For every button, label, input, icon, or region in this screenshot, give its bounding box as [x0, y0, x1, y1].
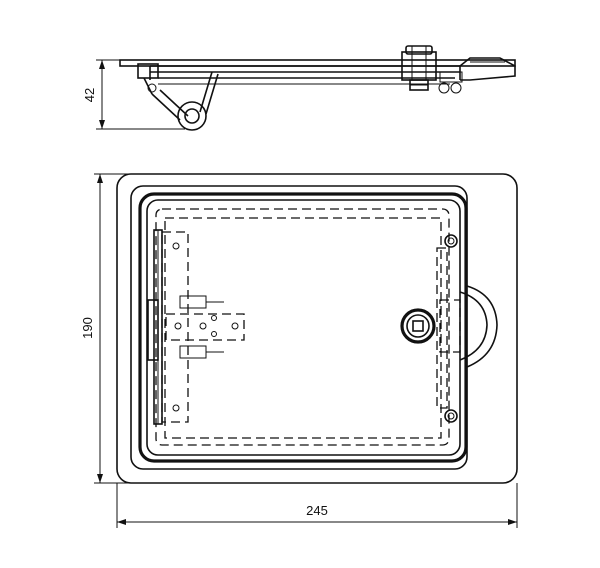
dimension-245-label: 245 — [306, 503, 328, 518]
dimension-190: 190 — [80, 173, 130, 484]
front-view — [116, 173, 518, 484]
dimension-245: 245 — [116, 483, 518, 528]
dimension-42: 42 — [82, 59, 185, 130]
dimension-190-label: 190 — [80, 317, 95, 339]
side-view — [119, 45, 516, 131]
dimension-42-label: 42 — [82, 88, 97, 102]
